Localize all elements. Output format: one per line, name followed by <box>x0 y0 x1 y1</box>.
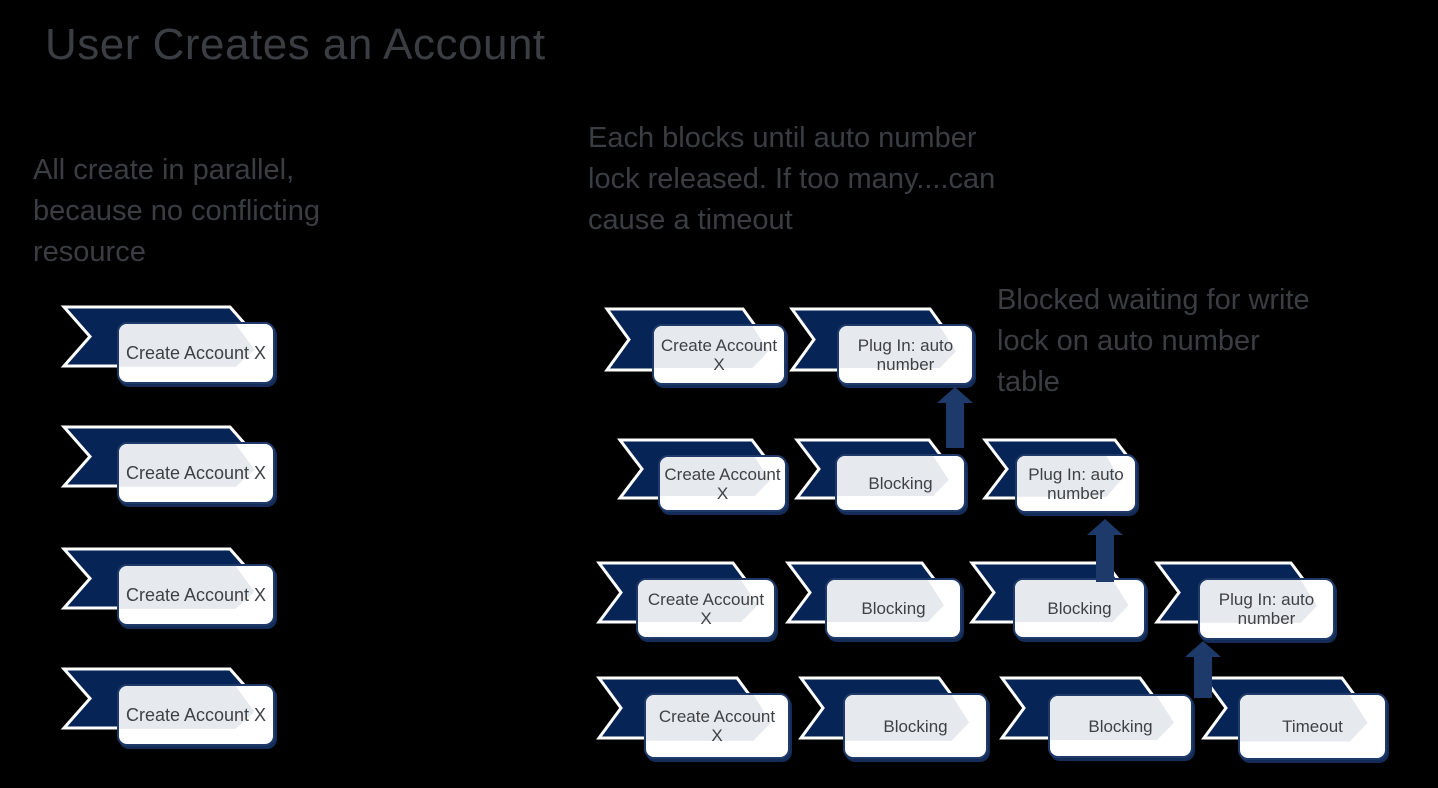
process-step: Plug In: auto number <box>837 324 974 385</box>
step-label: Create Account X <box>658 707 776 745</box>
inner-chevron-shape <box>660 457 770 497</box>
process-step: Timeout <box>1238 693 1387 760</box>
inner-chevron-shape <box>119 566 255 609</box>
note-blocked: Blocked waiting for write lock on auto n… <box>997 284 1310 398</box>
note-blocks: Each blocks until auto number lock relea… <box>588 122 996 236</box>
inner-chevron-shape <box>1015 580 1129 623</box>
inner-chevron-shape <box>1017 456 1121 497</box>
step-label: Blocking <box>883 716 948 736</box>
process-step: Create Account X <box>117 322 275 384</box>
step-label: Create Account X <box>664 464 781 503</box>
inner-chevron-shape <box>1240 695 1368 742</box>
step-label: Blocking <box>861 599 926 618</box>
step-label: Blocking <box>868 473 933 493</box>
inner-chevron-shape <box>827 580 945 623</box>
step-label: Create Account X <box>660 335 778 374</box>
step-label: Blocking <box>1088 716 1153 736</box>
process-step: Create Account X <box>652 324 786 385</box>
process-step: Blocking <box>1013 578 1146 639</box>
process-step: Create Account X <box>658 455 787 512</box>
step-label: Create Account X <box>647 589 765 628</box>
process-step: Plug In: auto number <box>1015 454 1137 513</box>
process-step: Blocking <box>825 578 962 639</box>
inner-chevron-shape <box>119 324 255 367</box>
step-label: Plug In: auto number <box>1028 464 1124 503</box>
note-parallel: All create in parallel, because no confl… <box>33 154 320 268</box>
step-label: Timeout <box>1282 717 1343 736</box>
process-step: Create Account X <box>117 684 275 746</box>
process-step: Create Account X <box>644 693 790 759</box>
inner-chevron-shape <box>1050 696 1175 741</box>
inner-chevron-shape <box>119 686 255 729</box>
step-label: Create Account X <box>125 342 267 363</box>
inner-chevron-shape <box>119 444 255 487</box>
process-step: Plug In: auto number <box>1198 578 1335 640</box>
step-label: Plug In: auto number <box>857 335 954 374</box>
inner-chevron-shape <box>839 326 957 369</box>
process-step: Create Account X <box>636 578 776 639</box>
process-step: Blocking <box>843 693 988 759</box>
inner-chevron-shape <box>1200 580 1318 623</box>
slide-title: User Creates an Account <box>45 20 546 69</box>
process-step: Create Account X <box>117 564 275 626</box>
step-label: Plug In: auto number <box>1218 590 1315 628</box>
inner-chevron-shape <box>845 695 970 741</box>
step-label: Blocking <box>1047 599 1112 618</box>
inner-chevron-shape <box>654 326 769 369</box>
step-label: Create Account X <box>125 584 267 605</box>
process-step: Blocking <box>1048 694 1193 758</box>
step-label: Create Account X <box>125 462 267 483</box>
inner-chevron-shape <box>638 580 758 623</box>
inner-chevron-shape <box>837 456 949 496</box>
inner-chevron-shape <box>646 695 771 741</box>
process-step: Blocking <box>835 454 966 512</box>
process-step: Create Account X <box>117 442 275 504</box>
step-label: Create Account X <box>125 704 267 725</box>
